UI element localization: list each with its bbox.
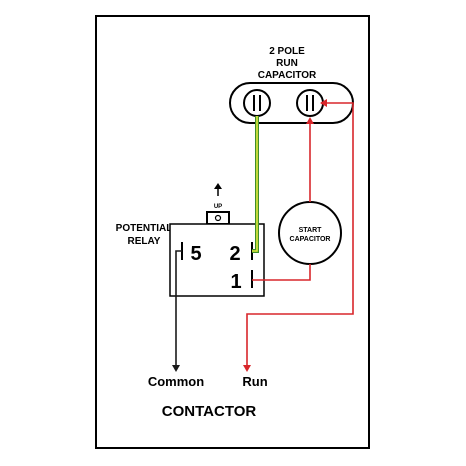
terminal-2-label: 2 [229, 243, 240, 265]
red-wire-run [246, 102, 354, 366]
red-wire-terminal1-to-start-cap [252, 264, 311, 281]
relay-label-line1: POTENTIAL [116, 223, 173, 234]
run-terminal-label: Run [242, 374, 267, 389]
start-capacitor-line1: START [299, 227, 323, 234]
capacitor-title-line1: 2 POLE [269, 46, 305, 57]
run-capacitor-terminal-left [243, 89, 271, 117]
common-terminal-label: Common [148, 374, 204, 389]
capacitor-title-line3: CAPACITOR [258, 70, 317, 81]
terminal-5-label: 5 [190, 243, 201, 265]
relay-body [169, 223, 265, 297]
black-wire-common [175, 250, 182, 366]
run-capacitor-terminal-right [296, 89, 324, 117]
outer-frame [95, 15, 370, 449]
terminal-1-label: 1 [230, 271, 241, 293]
red-wire-arrow-up-icon [306, 117, 314, 124]
up-label: UP [214, 204, 222, 210]
up-arrow-icon [214, 183, 222, 189]
red-wire-arrow-left-icon [320, 99, 327, 107]
capacitor-title-line2: RUN [276, 58, 298, 69]
contactor-label: CONTACTOR [162, 403, 257, 420]
start-capacitor-line2: CAPACITOR [290, 236, 331, 243]
black-wire-arrow-down-icon [172, 365, 180, 372]
relay-label-line2: RELAY [128, 236, 161, 247]
red-wire-arrow-down-icon [243, 365, 251, 372]
relay-button-dot [214, 214, 222, 222]
green-wire-yellow-stripe [252, 116, 258, 252]
